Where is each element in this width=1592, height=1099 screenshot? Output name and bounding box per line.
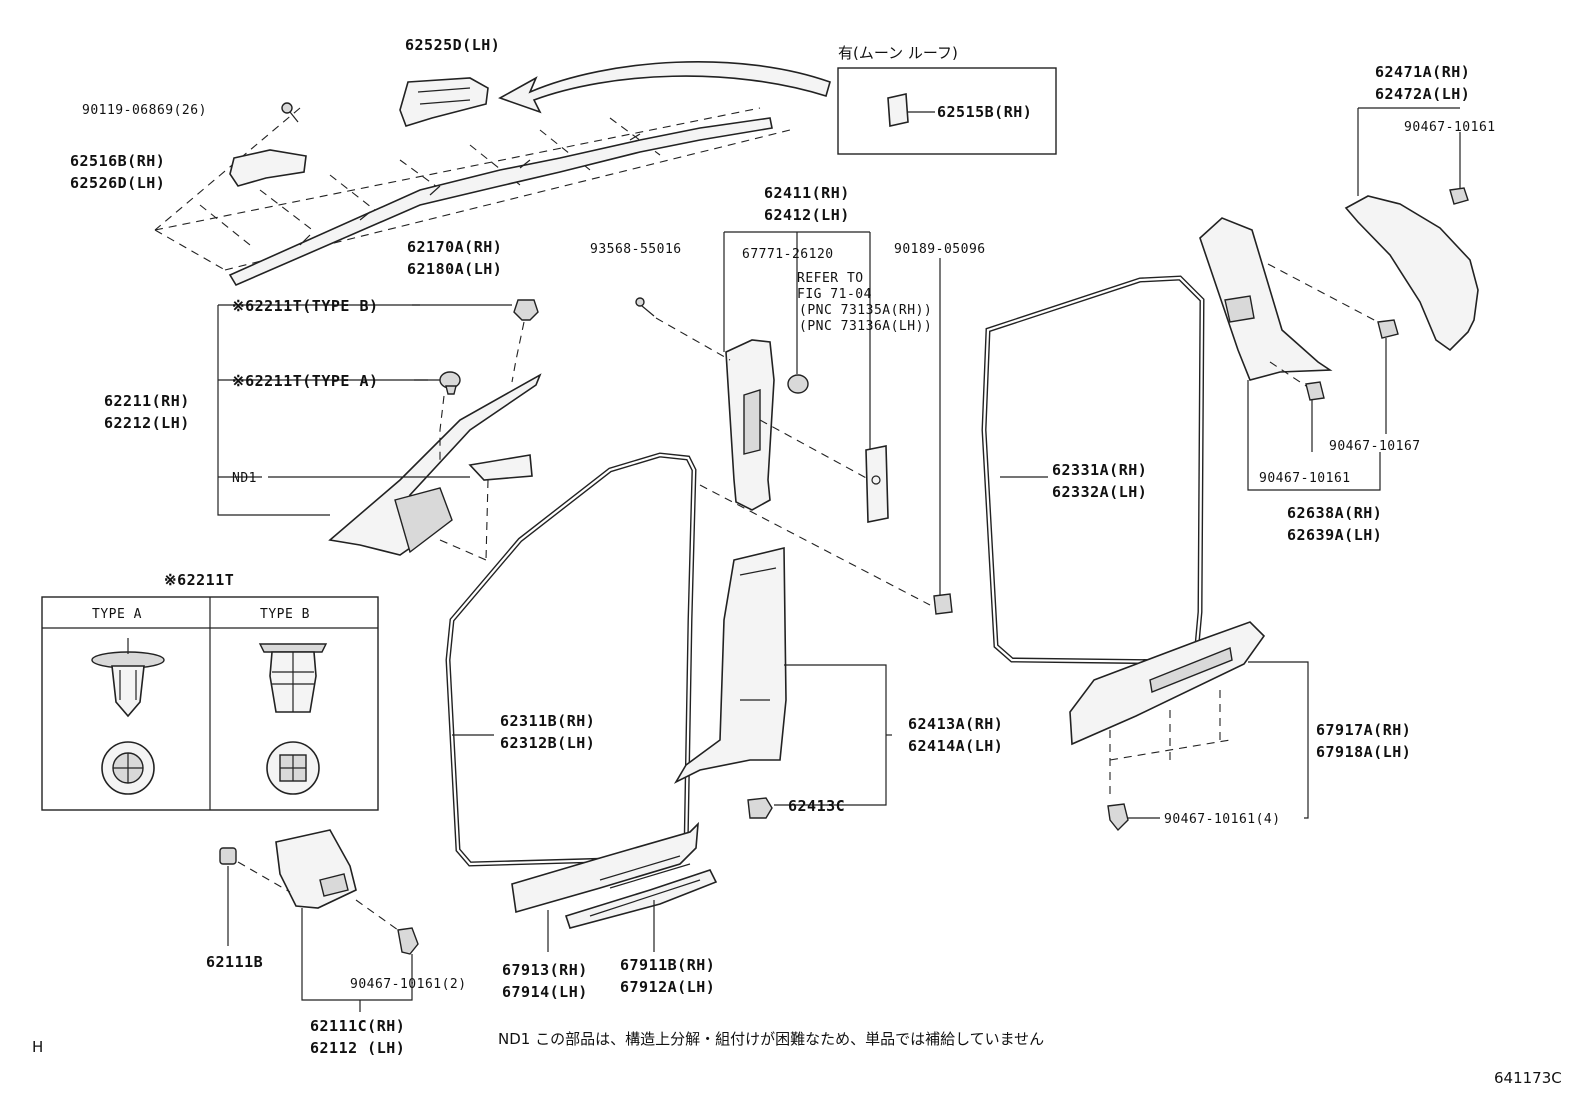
label-90467-4: 90467-10161(4) — [1164, 812, 1281, 827]
front-scuff-plate-67913 — [511, 821, 699, 914]
screw-93568-icon — [635, 297, 655, 317]
front-door-weatherstrip-62311B — [445, 452, 697, 867]
clip-90467-top-icon — [1449, 187, 1469, 205]
clip-62111B-icon — [219, 847, 237, 865]
clip-90467-10167-icon — [1377, 319, 1399, 339]
label-90467-top: 90467-10161 — [1404, 120, 1496, 135]
label-67917A: 67917A(RH) — [1316, 721, 1411, 739]
label-62639A: 62639A(LH) — [1287, 526, 1382, 544]
label-90467-10167: 90467-10167 — [1329, 439, 1421, 454]
label-62170A: 62170A(RH) — [407, 238, 502, 256]
label-62211T-type-b: ※62211T(TYPE B) — [232, 297, 379, 315]
label-62515B: 62515B(RH) — [937, 103, 1032, 121]
clip-62413C-icon — [747, 797, 773, 819]
label-62413C: 62413C — [788, 797, 845, 815]
label-67913: 67913(RH) — [502, 961, 588, 979]
label-moonroof: 有(ムーン ルーフ) — [838, 44, 958, 62]
label-62112: 62112 (LH) — [310, 1039, 405, 1057]
clip-90467-2-icon — [397, 927, 419, 955]
label-62211: 62211(RH) — [104, 392, 190, 410]
pillar-patch — [468, 454, 533, 481]
label-refer-4: (PNC 73136A(LH)) — [799, 319, 932, 334]
quarter-pillar-62638A — [1199, 217, 1333, 381]
label-62111B: 62111B — [206, 953, 263, 971]
label-62180A: 62180A(LH) — [407, 260, 502, 278]
clip-type-a-detail-icon — [91, 638, 165, 795]
roof-inner-garnish-group — [1344, 107, 1479, 352]
label-62412: 62412(LH) — [764, 206, 850, 224]
center-pillar-lower-62413A — [673, 546, 787, 784]
label-refer-1: REFER TO — [797, 271, 864, 286]
clip-90467-4-icon — [1107, 803, 1129, 832]
label-90189: 90189-05096 — [894, 242, 986, 257]
label-67918A: 67918A(LH) — [1316, 743, 1411, 761]
cowl-side-group — [219, 829, 419, 1012]
label-62525D: 62525D(LH) — [405, 36, 500, 54]
center-pillar-lower-group — [673, 546, 892, 819]
label-62516B: 62516B(RH) — [70, 152, 165, 170]
label-90119: 90119-06869(26) — [82, 103, 207, 118]
label-62413A: 62413A(RH) — [908, 715, 1003, 733]
label-90467-mid: 90467-10161 — [1259, 471, 1351, 486]
label-62414A: 62414A(LH) — [908, 737, 1003, 755]
rail-dashed-frame — [154, 107, 791, 271]
screw-90119-icon — [281, 102, 299, 123]
clip-90189-icon — [933, 593, 953, 615]
moonroof-box — [837, 67, 1057, 155]
label-67911B: 67911B(RH) — [620, 956, 715, 974]
roof-side-rail-62170A — [228, 117, 773, 287]
corner-letter: H — [32, 1038, 43, 1056]
label-62311B: 62311B(RH) — [500, 712, 595, 730]
clip-type-b-detail-icon — [258, 643, 328, 795]
label-62471A: 62471A(RH) — [1375, 63, 1470, 81]
clip-90467-10161-icon — [1305, 381, 1325, 401]
bracket-62516B — [229, 149, 307, 187]
moonroof-clip-62515B — [887, 93, 909, 127]
label-62332A: 62332A(LH) — [1052, 483, 1147, 501]
footnote: ND1 この部品は、構造上分解・組付けが困難なため、単品では補給していません — [498, 1030, 1044, 1048]
clip-type-a-icon — [439, 371, 461, 395]
label-62331A: 62331A(RH) — [1052, 461, 1147, 479]
label-refer-3: (PNC 73135A(RH)) — [799, 303, 932, 318]
label-nd1: ND1 — [232, 471, 257, 486]
label-67912A: 67912A(LH) — [620, 978, 715, 996]
label-table-title: ※62211T — [164, 571, 234, 589]
garnish-62471A — [1344, 195, 1479, 352]
label-62211T-type-a: ※62211T(TYPE A) — [232, 372, 379, 390]
label-90467-2: 90467-10161(2) — [350, 977, 467, 992]
figure-code: 641173C — [1494, 1069, 1562, 1087]
clip-type-b-icon — [513, 299, 539, 321]
label-93568: 93568-55016 — [590, 242, 682, 257]
label-67771: 67771-26120 — [742, 247, 834, 262]
clip-67771-icon — [787, 374, 809, 394]
label-62212: 62212(LH) — [104, 414, 190, 432]
cowl-side-trim-62111C — [275, 829, 357, 909]
label-62638A: 62638A(RH) — [1287, 504, 1382, 522]
quarter-pillar-group — [1199, 217, 1399, 491]
label-type-a: TYPE A — [92, 607, 142, 622]
label-62312B: 62312B(LH) — [500, 734, 595, 752]
label-refer-2: FIG 71-04 — [797, 287, 872, 302]
label-62526D: 62526D(LH) — [70, 174, 165, 192]
rear-scuff-plate-group — [1069, 621, 1309, 832]
center-pillar-upper-group — [635, 231, 953, 615]
label-62472A: 62472A(LH) — [1375, 85, 1470, 103]
label-type-b: TYPE B — [260, 607, 310, 622]
label-67914: 67914(LH) — [502, 983, 588, 1001]
label-62411: 62411(RH) — [764, 184, 850, 202]
clip-type-table — [41, 596, 379, 811]
label-62111C: 62111C(RH) — [310, 1017, 405, 1035]
roof-rail-group — [154, 61, 831, 287]
front-pillar-group — [217, 299, 542, 561]
direction-arrow — [498, 61, 831, 114]
